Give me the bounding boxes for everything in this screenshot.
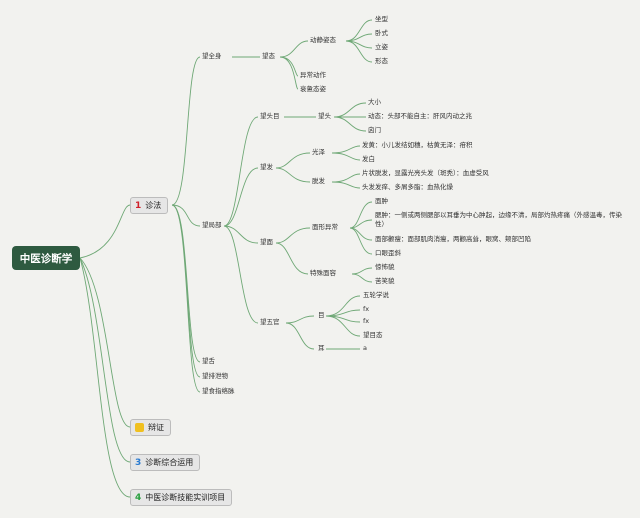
node-shuai-huai[interactable]: 衰惫态姿 xyxy=(300,85,326,93)
node-mu[interactable]: 目 xyxy=(318,311,325,319)
node-fa-huang[interactable]: 发黄：小儿发结如穗，枯黄无泽：疳积 xyxy=(362,141,473,149)
node-wang-pai[interactable]: 望排泄物 xyxy=(202,372,228,380)
branch-label: 诊法 xyxy=(145,201,162,210)
branch-label: 诊断综合运用 xyxy=(145,458,194,467)
branch-number-badge xyxy=(135,423,144,432)
node-zuo-xing[interactable]: 坐型 xyxy=(375,15,388,23)
node-fx-1[interactable]: fx xyxy=(363,305,370,313)
link-root-b4 xyxy=(79,257,131,498)
link-b1-jubu xyxy=(171,204,201,227)
link-root-b1 xyxy=(79,204,131,259)
node-pian-zhuang[interactable]: 片状脱发，显露光亮头发（斑秃）：血虚受风 xyxy=(362,169,489,177)
branch-shixun[interactable]: 4 中医诊断技能实训项目 xyxy=(130,489,233,506)
node-wang-tou[interactable]: 望头 xyxy=(318,112,331,120)
node-wang-mu[interactable]: 望目态 xyxy=(363,331,383,339)
node-a[interactable]: a xyxy=(363,344,367,352)
node-wang-shen[interactable]: 望态 xyxy=(262,52,275,60)
node-li-zi[interactable]: 立姿 xyxy=(375,43,388,51)
node-te-shu[interactable]: 特殊面容 xyxy=(310,269,336,277)
node-da-xiao[interactable]: 大小 xyxy=(368,98,381,106)
branch-label: 中医诊断技能实训项目 xyxy=(145,493,226,502)
node-tuo-fa[interactable]: 脱发 xyxy=(312,177,325,185)
branch-zonghe[interactable]: 3 诊断综合运用 xyxy=(130,454,201,471)
branch-label: 辩证 xyxy=(148,423,164,432)
branch-zhenfa[interactable]: 1 诊法 xyxy=(130,197,169,214)
branch-number: 4 xyxy=(135,492,142,503)
node-wo-shi[interactable]: 卧式 xyxy=(375,29,388,37)
node-fa-bai[interactable]: 发白 xyxy=(362,155,375,163)
node-wang-jubu[interactable]: 望局部 xyxy=(202,221,222,229)
node-wang-toumu[interactable]: 望头目 xyxy=(260,112,280,120)
branch-number: 3 xyxy=(135,457,142,468)
node-mian-xing[interactable]: 面形异常 xyxy=(312,223,338,231)
node-dong-tai[interactable]: 动态：头部不能自主：肝风内动之兆 xyxy=(368,112,472,120)
node-xin-men[interactable]: 囟门 xyxy=(368,126,381,134)
root-node[interactable]: 中医诊断学 xyxy=(12,246,80,270)
node-wu-lun[interactable]: 五轮学说 xyxy=(363,291,389,299)
link-b1-quanshen xyxy=(171,56,201,206)
node-wang-wuguan[interactable]: 望五官 xyxy=(260,318,280,326)
node-jing-kong[interactable]: 惊怖貌 xyxy=(375,263,395,271)
node-yichang-dongzuo[interactable]: 异常动作 xyxy=(300,71,326,79)
branch-number: 1 xyxy=(135,200,142,211)
node-guang-ze[interactable]: 光泽 xyxy=(312,148,325,156)
node-mian-zhong[interactable]: 面肿 xyxy=(375,197,388,205)
branch-bianzheng[interactable]: 辩证 xyxy=(130,419,171,436)
node-ku-xiao[interactable]: 苦笑貌 xyxy=(375,277,395,285)
node-dong-jing[interactable]: 动静姿态 xyxy=(310,36,336,44)
node-kou-yan[interactable]: 口眼歪斜 xyxy=(375,249,401,257)
node-tou-fa-tuo[interactable]: 头发发痒、多屑多脂：血热化燥 xyxy=(362,183,453,191)
node-mian-bu[interactable]: 面部颧瘦：面部肌肉消瘦，两颧高耸，眼窝、颊部凹陷 xyxy=(375,235,531,243)
node-sai-zhong[interactable]: 腮肿：一侧或两侧腮部以耳垂为中心肿起，边缘不清，局部灼热疼痛（外感温毒，传染性） xyxy=(375,211,622,228)
node-wang-quanshen[interactable]: 望全身 xyxy=(202,52,222,60)
node-fx-2[interactable]: fx xyxy=(363,317,370,325)
link-b1-pai xyxy=(171,204,201,378)
node-wang-fa[interactable]: 望发 xyxy=(260,163,273,171)
node-wang-shi[interactable]: 望食指络脉 xyxy=(202,387,235,395)
link-root-b2 xyxy=(79,257,131,428)
link-root-b3 xyxy=(79,257,131,463)
node-wang-mian[interactable]: 望面 xyxy=(260,238,273,246)
node-wang-she[interactable]: 望舌 xyxy=(202,357,215,365)
node-er[interactable]: 耳 xyxy=(318,344,325,352)
node-xing-tai[interactable]: 形态 xyxy=(375,57,388,65)
link-b1-shi xyxy=(171,204,201,393)
